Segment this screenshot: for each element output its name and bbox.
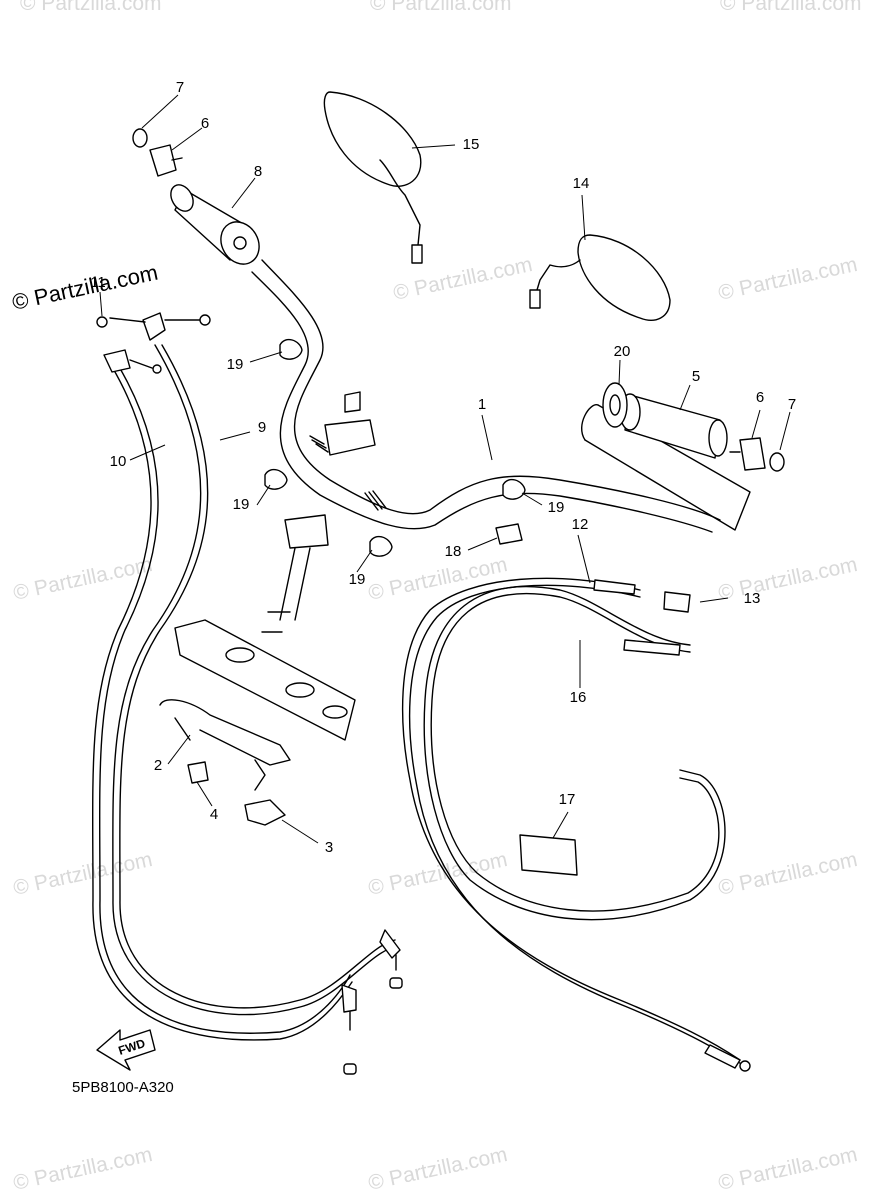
callout-6: 6 <box>201 115 209 132</box>
throttle-cables <box>91 312 403 1075</box>
callout-leaders <box>99 94 791 844</box>
callout-13: 13 <box>744 590 761 607</box>
callout-1: 1 <box>478 396 486 413</box>
watermark: © Partzilla.com <box>716 553 859 605</box>
watermark: © Partzilla.com <box>716 253 859 305</box>
brackets <box>159 699 291 826</box>
watermark: © Partzilla.com <box>370 0 512 15</box>
callout-20: 20 <box>614 343 631 360</box>
callout-7: 7 <box>788 396 796 413</box>
callout-19: 19 <box>349 571 366 588</box>
bar-end-right <box>729 437 785 472</box>
callout-2: 2 <box>154 757 162 774</box>
watermark: © Partzilla.com <box>366 1143 509 1195</box>
fwd-arrow: FWD <box>96 1029 156 1071</box>
callout-14: 14 <box>573 175 590 192</box>
watermark: © Partzilla.com <box>366 553 509 605</box>
watermark: © Partzilla.com <box>720 0 862 15</box>
clutch-cables <box>401 577 751 1072</box>
watermark: © Partzilla.com <box>11 848 154 900</box>
callout-11: 11 <box>90 274 106 291</box>
brand-logo: © Partzilla.com <box>10 260 160 315</box>
callout-17: 17 <box>559 791 576 808</box>
callout-4: 4 <box>210 806 218 823</box>
diagram-code: 5PB8100-A320 <box>72 1079 174 1096</box>
callout-8: 8 <box>254 163 262 180</box>
cable-clips <box>264 338 526 557</box>
callout-6: 6 <box>756 389 764 406</box>
callout-9: 9 <box>258 419 266 436</box>
callout-5: 5 <box>692 368 700 385</box>
watermark: © Partzilla.com <box>716 1143 859 1195</box>
mirror-right <box>529 234 671 321</box>
watermark: © Partzilla.com <box>716 848 859 900</box>
callout-12: 12 <box>572 516 589 533</box>
callout-7: 7 <box>176 79 184 96</box>
callout-15: 15 <box>463 136 480 153</box>
callout-19: 19 <box>548 499 565 516</box>
callout-10: 10 <box>110 453 127 470</box>
callout-19: 19 <box>227 356 244 373</box>
watermark: © Partzilla.com <box>20 0 162 15</box>
handlebar-holder <box>174 391 376 741</box>
callout-labels: 7 6 8 15 14 20 5 6 7 1 19 9 10 11 19 19 … <box>90 79 796 856</box>
bar-end-left <box>132 128 183 177</box>
mirror-left <box>323 91 423 264</box>
grip-left <box>170 184 260 265</box>
callout-18: 18 <box>445 543 462 560</box>
watermark: © Partzilla.com <box>11 1143 154 1195</box>
callout-19: 19 <box>233 496 250 513</box>
callout-3: 3 <box>325 839 333 856</box>
grip-right <box>602 382 728 459</box>
callout-16: 16 <box>570 689 587 706</box>
handlebar <box>251 259 751 533</box>
